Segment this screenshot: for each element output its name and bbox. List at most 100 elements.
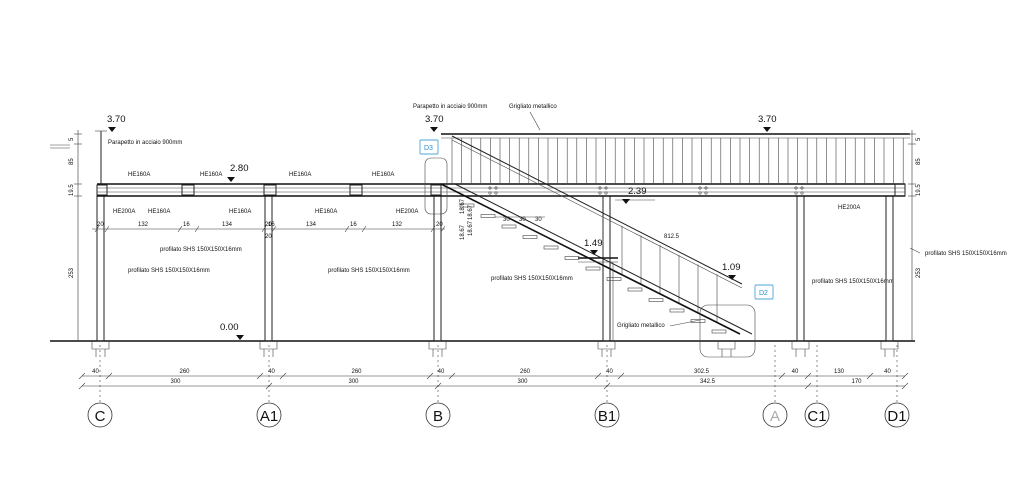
stair-tread — [543, 245, 559, 250]
stair-tread — [669, 308, 685, 313]
column-c — [96, 195, 105, 342]
dim-tick — [804, 382, 812, 390]
label-he160a-3: HE160A — [289, 172, 311, 178]
stair-tread — [627, 287, 643, 292]
railing-balusters — [451, 138, 904, 323]
vdim-right-19-5: 19.5 — [916, 184, 922, 196]
dim-tick — [78, 382, 86, 390]
svg-text:C1: C1 — [807, 408, 826, 425]
bdim-16b: 16 — [268, 222, 275, 228]
sdim-length: 812.5 — [664, 234, 680, 240]
elev-ground: 0.00 — [220, 322, 239, 333]
bottom-dim-row2: 300 — [348, 379, 359, 385]
label-profile-4: profilato SHS 150X150X16mm — [491, 276, 573, 282]
dim-tick — [594, 372, 602, 380]
stair — [440, 135, 753, 341]
vdim-left-253: 253 — [69, 267, 75, 278]
bottom-dim-row1: 40 — [606, 369, 613, 375]
label-profile-6: profilato SHS 150X150X16mm — [925, 251, 1007, 257]
detail-d2: D2 — [699, 284, 774, 358]
bdim-134a: 134 — [222, 222, 233, 228]
label-he160a-7: HE160A — [315, 209, 337, 215]
stair-tread — [711, 329, 727, 334]
sdim-30c: 30 — [535, 217, 542, 223]
bdim-20d: 20 — [265, 234, 272, 240]
bottom-dim-row2: 342.5 — [700, 379, 716, 385]
svg-text:B1: B1 — [598, 408, 616, 425]
bottom-dim-row1: 260 — [351, 369, 362, 375]
bottom-dim-row1: 40 — [268, 369, 275, 375]
elev-landing-upper: 2.39 — [628, 186, 647, 197]
stair-tread — [480, 214, 496, 218]
column-b — [433, 195, 442, 342]
label-profile-3: profilato SHS 150X150X16mm — [328, 268, 410, 274]
elev-top-right: 3.70 — [758, 114, 777, 125]
bdim-16c: 16 — [350, 222, 357, 228]
dim-tick — [256, 372, 264, 380]
dim-tick — [901, 382, 909, 390]
stair-tread — [522, 235, 538, 239]
sdim-1867b: 18.67 — [468, 204, 474, 220]
stair-dimensions: 30 30 30 18.67 18.67 18.67 18.67 812.5 — [460, 198, 680, 240]
axis-bubble-d1: D1 — [884, 402, 910, 428]
elevation-markers: 3.70 3.70 3.70 2.80 2.39 1.49 1.09 0.00 — [107, 114, 777, 340]
stair-tread — [459, 203, 475, 208]
bottom-dim-row1: 260 — [520, 369, 531, 375]
axis-guides — [99, 345, 898, 402]
right-deck — [441, 133, 910, 197]
beam-dimensions: 20 132 16 134 20 20 16 134 16 132 20 — [92, 222, 446, 240]
vdim-left-85: 85 — [69, 158, 75, 165]
dim-tick — [778, 372, 786, 380]
bottom-dim-row1: 130 — [834, 369, 845, 375]
vertical-dimensions: 5 85 19.5 253 5 85 19.5 253 — [69, 130, 922, 341]
label-he160a-6: HE160A — [229, 209, 251, 215]
label-parapet-left: Parapetto in acciaio 900mm — [108, 140, 182, 146]
stair-tread — [648, 298, 664, 302]
bottom-dim-row2: 170 — [851, 379, 862, 385]
label-he200a-2: HE200A — [396, 209, 418, 215]
svg-text:A: A — [770, 408, 780, 425]
vdim-left-19-5: 19.5 — [69, 184, 75, 196]
svg-text:A1: A1 — [260, 408, 278, 425]
vdim-right-253: 253 — [916, 267, 922, 278]
sdim-1867a: 18.67 — [460, 198, 466, 214]
label-he160a-2: HE160A — [200, 172, 222, 178]
elev-top-left: 3.70 — [107, 114, 126, 125]
bottom-dim-row1: 260 — [179, 369, 190, 375]
member-labels: Parapetto in acciaio 900mm Parapetto in … — [108, 104, 1007, 329]
dim-tick — [866, 372, 874, 380]
label-grating-bottom: Grigliato metallico — [617, 323, 665, 329]
axis-bubble-b: B — [425, 402, 451, 428]
vdim-right-5: 5 — [916, 137, 922, 141]
axis-bubble-c1: C1 — [804, 402, 830, 428]
svg-text:B: B — [433, 408, 443, 425]
dim-tick — [448, 372, 456, 380]
dim-tick — [804, 372, 812, 380]
stair-tread — [690, 319, 706, 323]
axis-bubble-a1: A1 — [256, 402, 282, 428]
bdim-134b: 134 — [306, 222, 317, 228]
bdim-20c: 20 — [436, 222, 443, 228]
elev-deck-left: 2.80 — [230, 163, 249, 174]
label-he160a-1: HE160A — [128, 172, 150, 178]
dim-tick — [901, 372, 909, 380]
left-deck — [50, 130, 442, 197]
stair-tread — [564, 256, 580, 260]
dim-tick — [426, 372, 434, 380]
label-parapet-right: Parapetto in acciaio 900mm — [413, 104, 487, 110]
bdim-132b: 132 — [392, 222, 403, 228]
bottom-dim-row2: 300 — [517, 379, 528, 385]
column-c1 — [796, 195, 805, 342]
bdim-16a: 16 — [183, 222, 190, 228]
bottom-dim-row1: 40 — [884, 369, 891, 375]
bdim-20a: 20 — [97, 222, 104, 228]
dim-tick — [279, 372, 287, 380]
dim-tick — [105, 372, 113, 380]
vdim-right-85: 85 — [916, 158, 922, 165]
bottom-dim-row1: 40 — [92, 369, 99, 375]
elev-top-mid: 3.70 — [425, 114, 444, 125]
